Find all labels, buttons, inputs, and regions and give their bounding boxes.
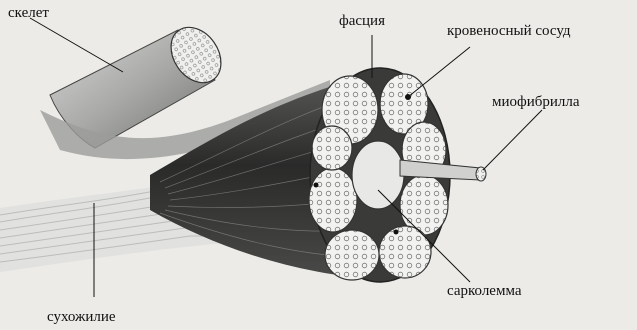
blood-vessel-dot [314,183,319,188]
label-myofibril: миофибрилла [492,95,580,110]
blood-vessel-dot [394,230,399,235]
label-sarcolemma: сарколемма [447,284,522,299]
label-blood-vessel: кровеносный сосуд [447,24,571,39]
label-tendon: сухожилие [47,310,116,325]
label-skeleton: скелет [8,6,49,21]
label-fascia: фасция [339,14,385,29]
